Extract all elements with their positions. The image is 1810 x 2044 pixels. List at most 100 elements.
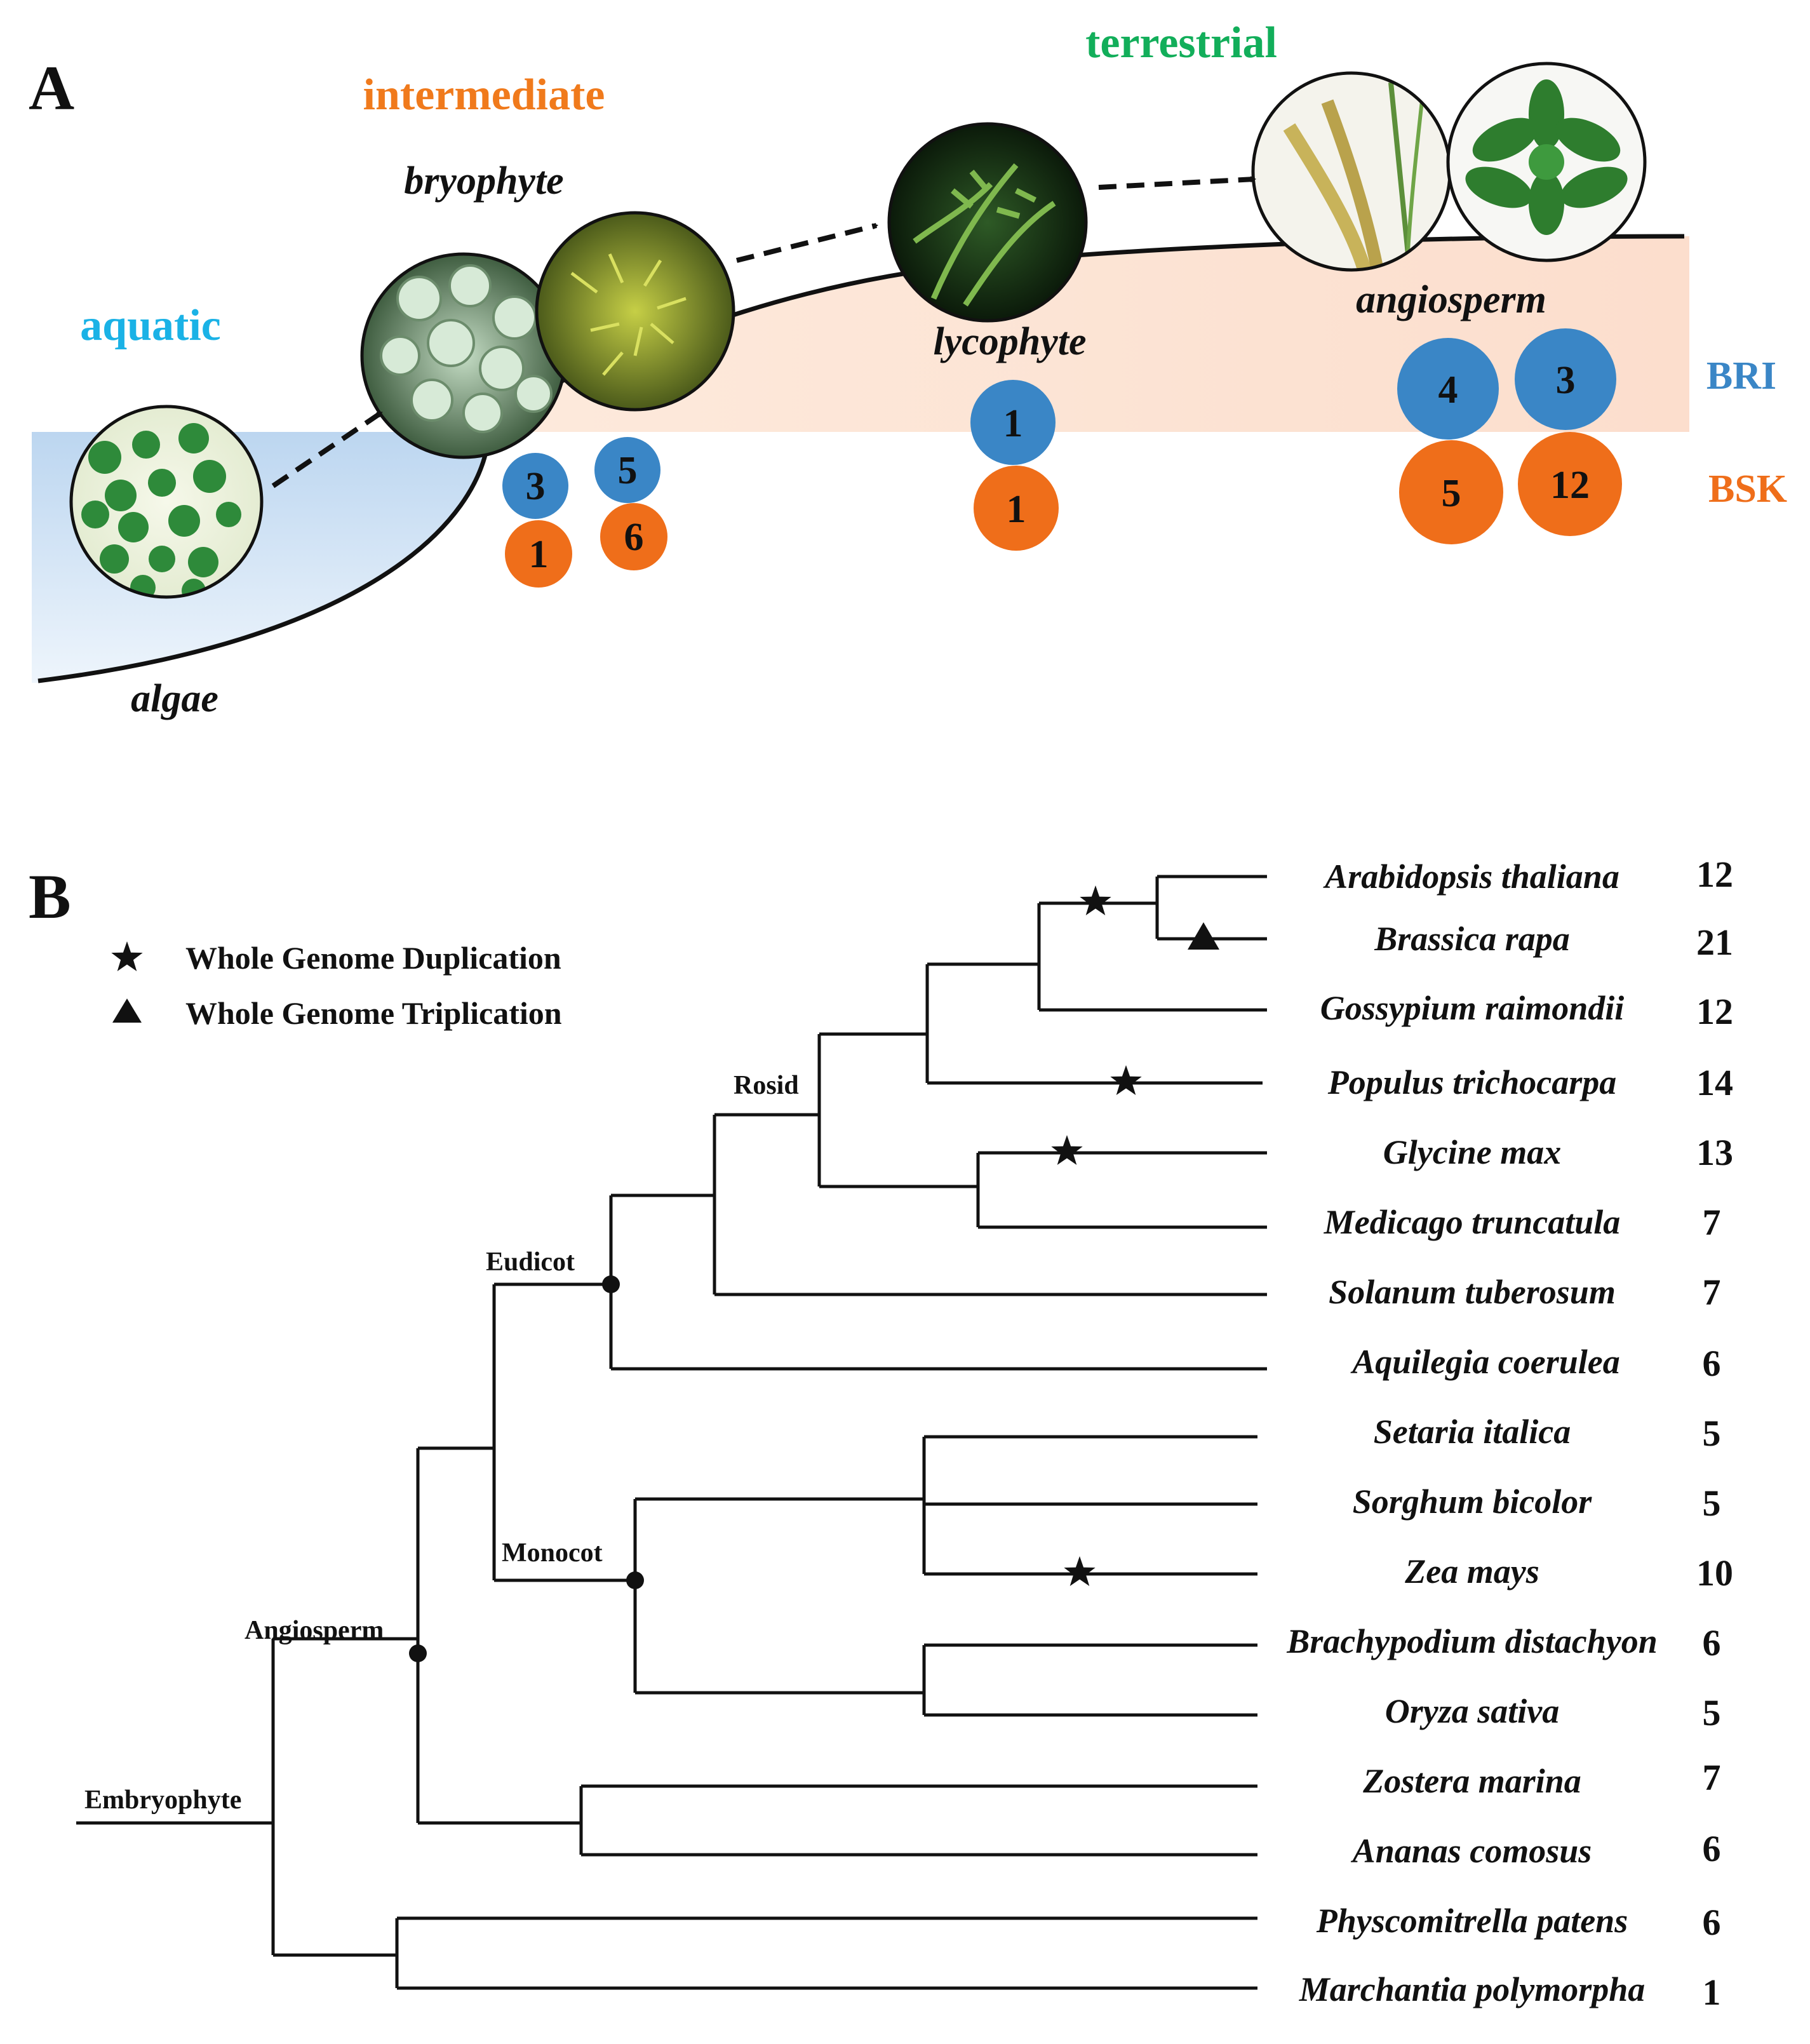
branch	[922, 1435, 1257, 1576]
species-count: 5	[1703, 1413, 1721, 1454]
species-name: Zostera marina	[1362, 1762, 1581, 1800]
badge-bryo2-bsk: 6	[600, 503, 667, 570]
badge-lyco-bri: 1	[970, 380, 1056, 465]
species-count: 10	[1696, 1552, 1733, 1594]
arrow-lycophyte-to-angiosperm	[1098, 179, 1254, 190]
bri-label: BRI	[1706, 354, 1776, 398]
species-name: Marchantia polymorpha	[1299, 1970, 1646, 2008]
branch	[922, 1643, 1257, 1717]
panel-b: B Whole Genome Duplication Whole Genome …	[29, 854, 1733, 2013]
badge-angio1-bri-value: 4	[1438, 368, 1458, 412]
badge-angio2-bri: 3	[1515, 328, 1616, 430]
algae-image	[69, 405, 264, 599]
badge-angio1-bri: 4	[1397, 338, 1499, 440]
arrow-algae-to-bryophyte	[271, 410, 381, 488]
species-count: 5	[1703, 1692, 1721, 1733]
badge-lyco-bsk-value: 1	[1007, 488, 1026, 531]
species-name: Oryza sativa	[1385, 1692, 1559, 1730]
branch	[76, 1637, 418, 1957]
branch	[925, 962, 1263, 1085]
env-intermediate-label: intermediate	[363, 71, 605, 119]
badge-bryo1-bri-value: 3	[526, 465, 546, 508]
badge-lyco-bsk: 1	[974, 466, 1059, 551]
panel-a-letter: A	[29, 53, 74, 123]
species-name: Gossypium raimondii	[1320, 989, 1625, 1027]
branch	[395, 1916, 1257, 1990]
species-name: Physcomitrella patens	[1316, 1902, 1628, 1940]
eudicot-node-dot	[602, 1275, 620, 1293]
species-list: Arabidopsis thaliana 12 Brassica rapa 21…	[1286, 854, 1733, 2013]
branch	[1155, 875, 1267, 941]
badge-bryo2-bri: 5	[594, 437, 660, 503]
species-count: 5	[1703, 1483, 1721, 1524]
species-name: Populus trichocarpa	[1327, 1063, 1617, 1101]
branch	[976, 1151, 1267, 1229]
branch	[416, 1446, 581, 1825]
env-aquatic-label: aquatic	[80, 301, 221, 350]
species-name: Glycine max	[1383, 1133, 1561, 1171]
clade-embryophyte-label: Embryophyte	[84, 1785, 241, 1815]
species-name: Brassica rapa	[1374, 920, 1570, 958]
badge-angio2-bsk-value: 12	[1550, 464, 1590, 507]
branch	[633, 1497, 924, 1695]
legend-star-icon	[111, 941, 143, 971]
wgd-star-icon	[1051, 1135, 1083, 1165]
species-count: 13	[1696, 1132, 1733, 1173]
group-lycophyte-label: lycophyte	[933, 320, 1086, 363]
badge-bryo2-bsk-value: 6	[624, 516, 644, 559]
badge-angio2-bsk: 12	[1518, 432, 1622, 536]
badge-bryo2-bri-value: 5	[618, 449, 638, 492]
species-name: Aquilegia coerulea	[1350, 1343, 1619, 1381]
bsk-label: BSK	[1708, 467, 1787, 511]
group-bryophyte-label: bryophyte	[404, 159, 563, 203]
species-count: 6	[1703, 1622, 1721, 1664]
species-name: Sorghum bicolor	[1353, 1483, 1593, 1521]
legend: Whole Genome Duplication Whole Genome Tr…	[111, 940, 562, 1031]
clade-angiosperm-label: Angiosperm	[245, 1616, 384, 1645]
angiosperm-arabidopsis-image	[1446, 62, 1647, 262]
group-angiosperm-label: angiosperm	[1356, 278, 1546, 321]
species-count: 7	[1703, 1757, 1721, 1798]
clade-monocot-label: Monocot	[502, 1538, 603, 1568]
legend-wgt-label: Whole Genome Triplication	[185, 995, 562, 1031]
species-name: Brachypodium distachyon	[1286, 1622, 1658, 1660]
badge-bryo1-bsk: 1	[505, 520, 572, 588]
lycophyte-image	[887, 122, 1088, 323]
bryophyte-liverwort-image	[360, 252, 567, 459]
species-name: Zea mays	[1404, 1552, 1539, 1590]
branch	[713, 1113, 1267, 1296]
species-name: Medicago truncatula	[1324, 1203, 1621, 1241]
species-name: Ananas comosus	[1351, 1832, 1592, 1870]
badge-angio1-bsk: 5	[1399, 440, 1503, 544]
species-count: 6	[1703, 1343, 1721, 1384]
env-terrestrial-label: terrestrial	[1085, 18, 1277, 67]
species-count: 12	[1696, 854, 1733, 895]
species-name: Arabidopsis thaliana	[1323, 857, 1619, 896]
branch	[492, 1282, 635, 1582]
species-count: 7	[1703, 1202, 1721, 1243]
arrow-bryophyte-to-lycophyte	[736, 223, 876, 263]
species-count: 6	[1703, 1902, 1721, 1943]
wgd-star-icon	[1110, 1065, 1142, 1095]
branch	[817, 1032, 978, 1188]
wgt-triangle-icon	[1188, 922, 1219, 950]
branch	[579, 1784, 1257, 1857]
badge-angio2-bri-value: 3	[1556, 359, 1576, 402]
panel-b-letter: B	[29, 861, 71, 932]
species-count: 6	[1703, 1828, 1721, 1869]
phylogenetic-tree	[76, 875, 1267, 1990]
clade-eudicot-label: Eudicot	[486, 1247, 575, 1277]
land-area	[489, 236, 1689, 432]
branch	[609, 1193, 1267, 1371]
wgd-star-icon	[1064, 1556, 1096, 1586]
bryophyte-moss-image	[535, 211, 735, 412]
panel-a: A aquatic intermediate terrestrial bryop…	[29, 18, 1787, 720]
species-count: 14	[1696, 1062, 1733, 1103]
species-count: 7	[1703, 1272, 1721, 1313]
monocot-node-dot	[626, 1571, 644, 1589]
branch	[1037, 901, 1267, 1012]
species-count: 1	[1703, 1972, 1721, 2013]
badge-bryo1-bsk-value: 1	[529, 533, 549, 576]
species-name: Setaria italica	[1374, 1413, 1571, 1451]
